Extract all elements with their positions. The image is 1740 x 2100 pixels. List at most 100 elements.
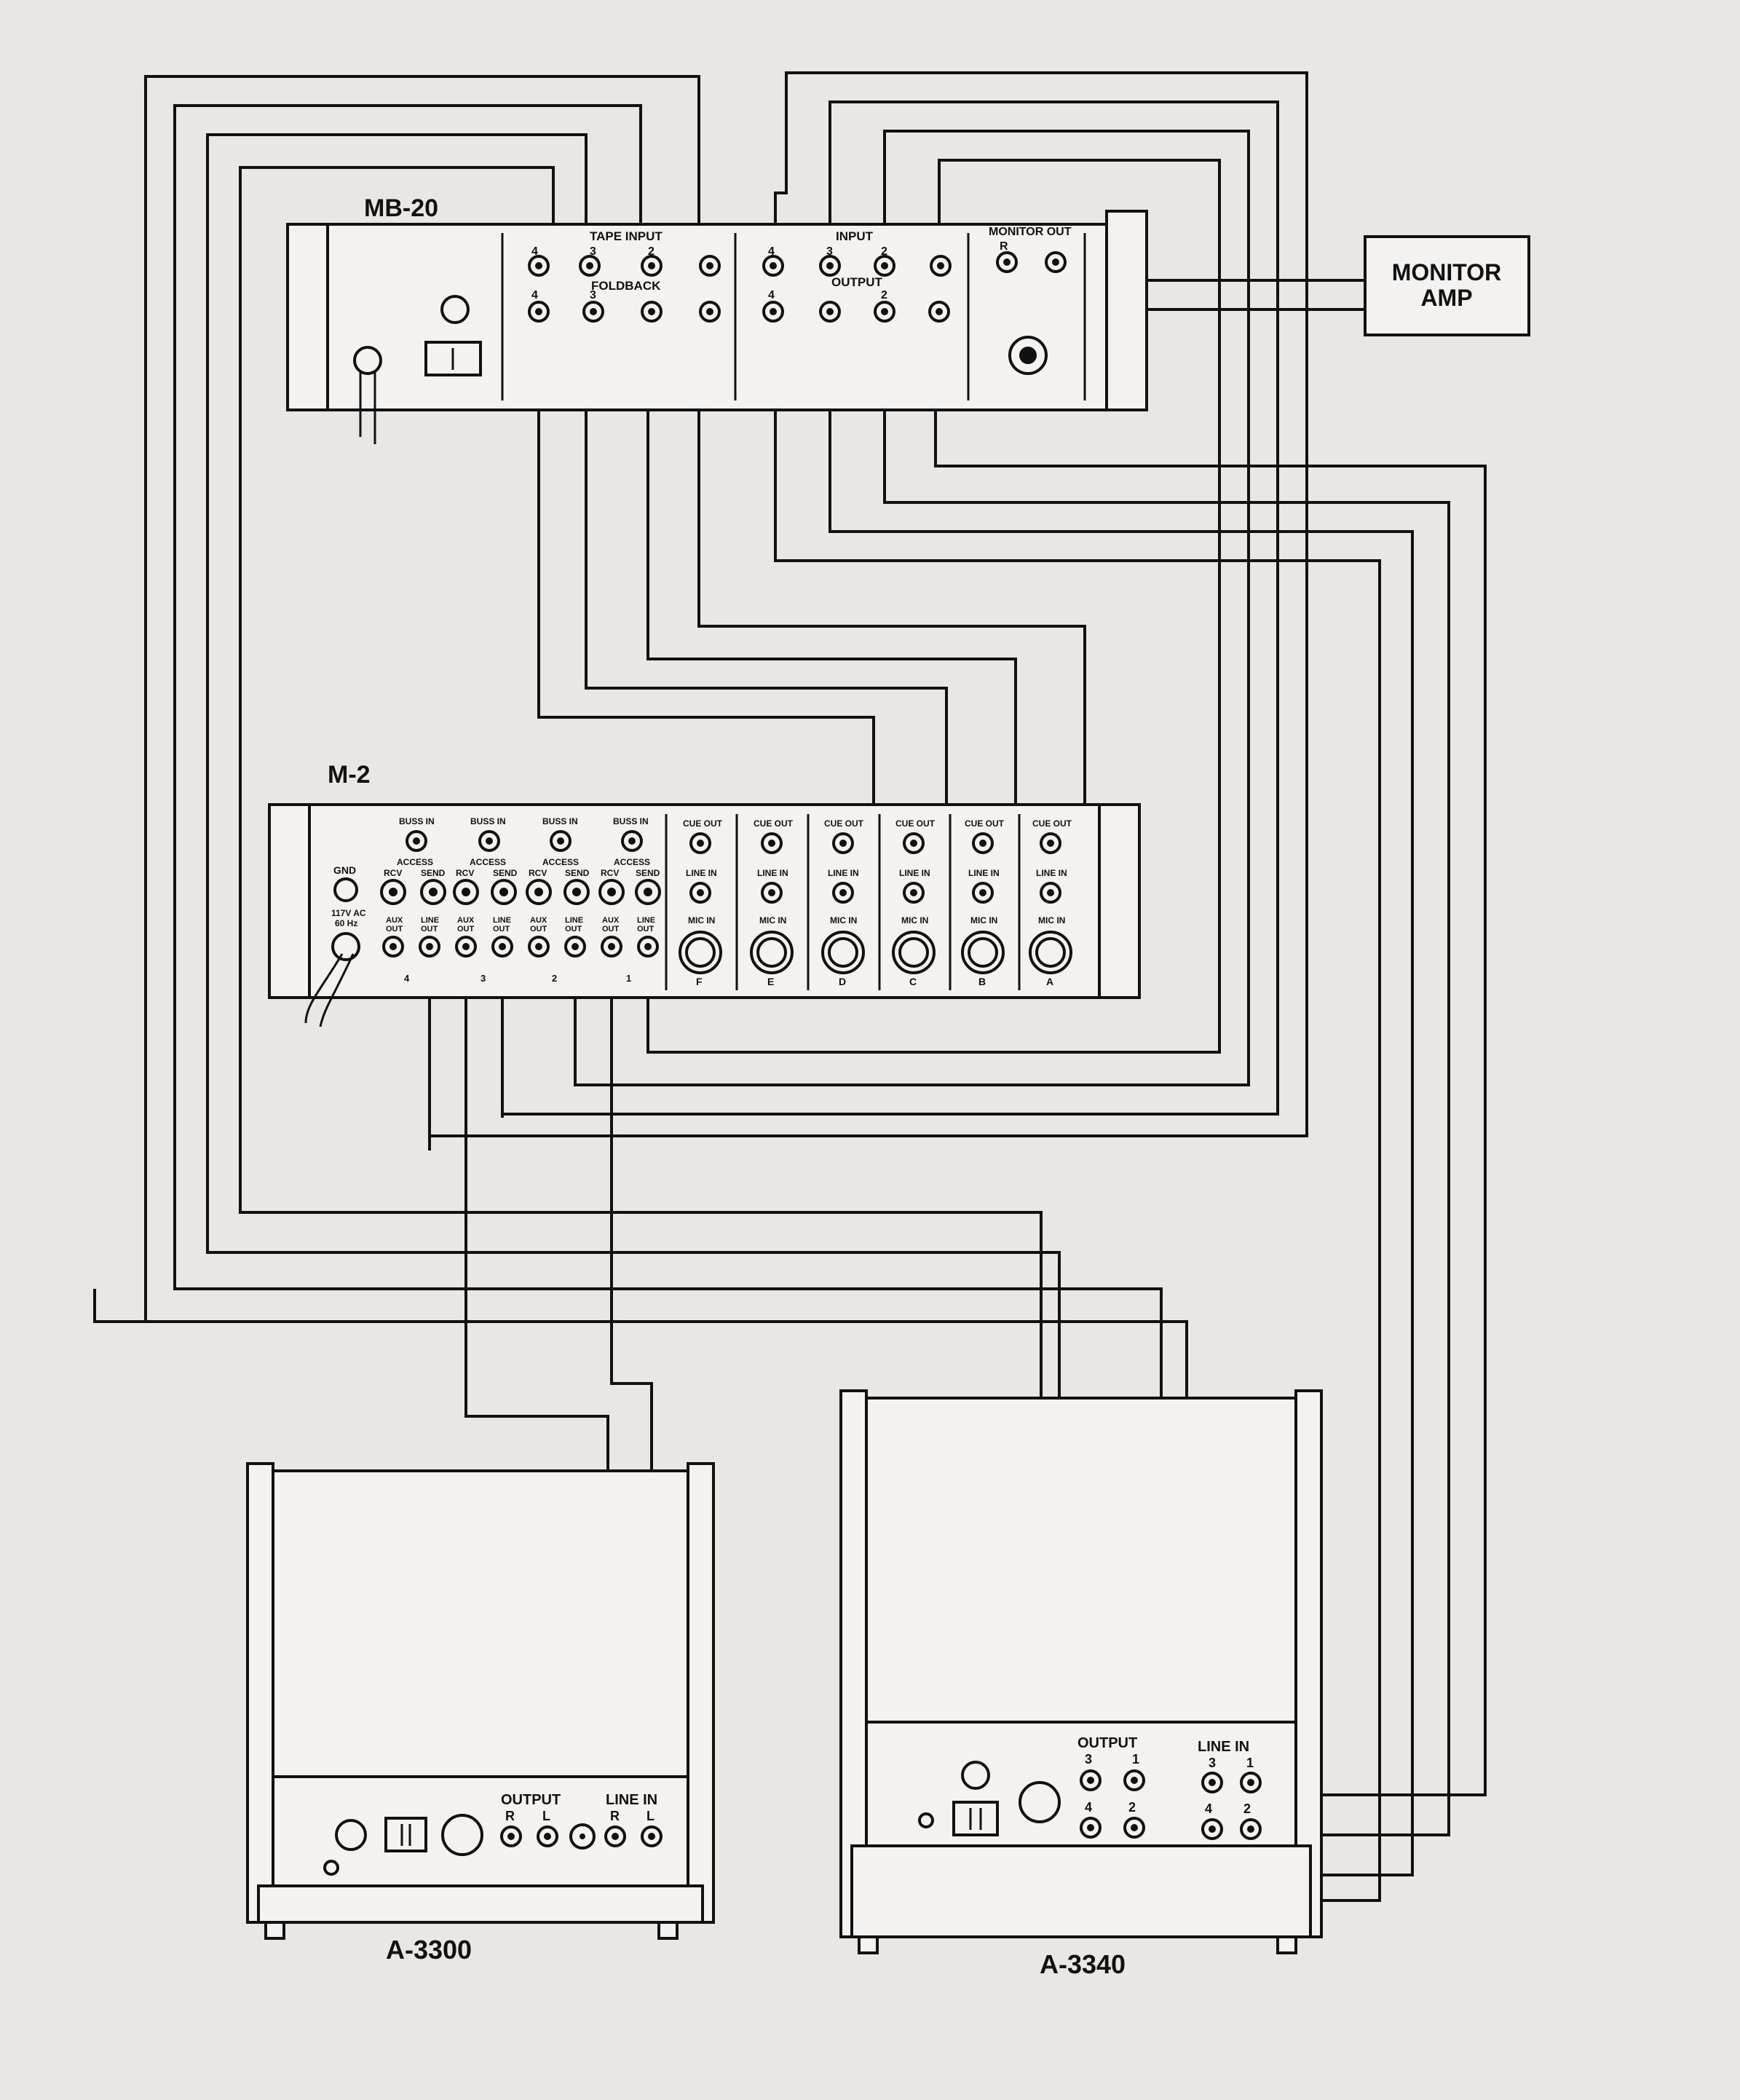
mb20-title: MB-20 (364, 194, 438, 222)
m2-buss-in-jack (478, 830, 500, 852)
a3300-output-r-jack (500, 1825, 522, 1847)
a3340-foot-left (858, 1935, 879, 1954)
m2-access-label: ACCESS (614, 857, 650, 867)
m2-channel-c: C (909, 976, 917, 987)
mb20-unit: MB-20 TAPE INPUT FOLDBACK INPUT OUTPUT M… (286, 194, 1148, 444)
m2-lineout-label: OUT (565, 925, 582, 933)
monitor-amp-box (1364, 235, 1530, 336)
m2-line-in-label: LINE IN (968, 868, 1000, 878)
mb20-jack (528, 255, 550, 277)
mb20-monitor-l-jack (1045, 251, 1067, 273)
monitor-amp-line2: AMP (1420, 285, 1472, 311)
a3300-indicator (323, 1860, 339, 1876)
mb20-jack (930, 255, 952, 277)
a3300-foot-right (657, 1921, 679, 1940)
mb20-in-num-3: 3 (826, 245, 833, 258)
m2-buss-in-jack (621, 830, 643, 852)
m2-cue-out-jack (761, 832, 783, 854)
m2-power-1: 117V AC (331, 908, 366, 918)
mb20-jack (762, 255, 784, 277)
a3340-title: A-3340 (1040, 1949, 1126, 1979)
a3300-output-label: OUTPUT (501, 1792, 561, 1808)
m2-cue-out-label: CUE OUT (683, 818, 723, 829)
mb20-jack-row-bottom (528, 301, 950, 323)
m2-power-cord (304, 953, 355, 1027)
mb20-fold-num-4: 4 (531, 289, 538, 301)
m2-title: M-2 (328, 761, 371, 789)
m2-mic-in-jack (961, 931, 1005, 974)
m2-access-send-jack (491, 879, 517, 905)
a3300-left-side (246, 1462, 274, 1924)
monitor-amp-line1: MONITOR (1392, 259, 1502, 285)
m2-aux-label: OUT (602, 925, 620, 933)
m2-aux-label: OUT (530, 925, 547, 933)
mb20-jack (874, 301, 895, 323)
m2-line-in-label: LINE IN (899, 868, 930, 878)
a3300-right-side (687, 1462, 715, 1924)
a3340-in-num-3: 3 (1209, 1756, 1216, 1770)
m2-gnd-post (333, 877, 358, 902)
mb20-monitor-r-jack (996, 251, 1018, 273)
m2-aux-label: AUX (602, 916, 620, 925)
m2-line-out-jack (637, 936, 659, 958)
m2-cue-out-jack (832, 832, 854, 854)
m2-sub-num-4: 4 (404, 973, 410, 984)
m2-submix-jacks (380, 830, 661, 958)
a3300-line-in-r: R (610, 1809, 620, 1823)
m2-access-rcv-jack (598, 879, 625, 905)
m2-rcv-label: RCV (601, 868, 619, 878)
mb20-right-ear (1105, 210, 1148, 411)
mb20-fold-num-3: 3 (590, 289, 596, 301)
a3340-output-3-jack (1080, 1769, 1102, 1791)
mb20-knob (440, 295, 470, 324)
m2-channel-f: F (696, 976, 703, 987)
m2-sub-num-1: 1 (626, 973, 631, 984)
m2-lineout-label: LINE (493, 916, 511, 925)
m2-mic-in-label: MIC IN (830, 915, 857, 925)
m2-line-in-jack (832, 882, 854, 904)
m2-access-label: ACCESS (542, 857, 579, 867)
a3340-output-1-jack (1123, 1769, 1145, 1791)
a3300-output-l: L (542, 1809, 550, 1823)
mb20-jack (699, 255, 721, 277)
m2-channel-e: E (767, 976, 774, 987)
a3300-output-l-jack (537, 1825, 558, 1847)
m2-aux-out-jack (528, 936, 550, 958)
m2-lineout-label: LINE (637, 916, 655, 925)
wire-foldback-2 (646, 313, 1017, 808)
mb20-monitor-out-label: MONITOR OUT (989, 226, 1072, 238)
m2-line-in-jack (689, 882, 711, 904)
wire-output-2 (883, 313, 1450, 1836)
mb20-jack (579, 255, 601, 277)
m2-mic-in-label: MIC IN (1038, 915, 1065, 925)
a3340-line-in-2-jack (1240, 1818, 1262, 1840)
mb20-jack (819, 255, 841, 277)
m2-mic-in-jack (1029, 931, 1072, 974)
mb20-jack (928, 301, 950, 323)
m2-line-out-jack (491, 936, 513, 958)
m2-mic-in-jack (750, 931, 794, 974)
a3300-base (257, 1884, 704, 1924)
mb20-foldback-label: FOLDBACK (591, 279, 661, 293)
a3300-title: A-3300 (386, 1935, 472, 1965)
m2-line-in-label: LINE IN (757, 868, 788, 878)
m2-access-label: ACCESS (470, 857, 506, 867)
m2-buss-in-label: BUSS IN (399, 816, 435, 826)
m2-lineout-label: LINE (565, 916, 583, 925)
wire-output-1 (934, 313, 1487, 1796)
wire-foldback-1 (697, 313, 1086, 808)
a3340-line-in-1-jack (1240, 1772, 1262, 1793)
a3340-out-num-2: 2 (1128, 1800, 1136, 1815)
mb20-jack (819, 301, 841, 323)
m2-channel-d: D (839, 976, 846, 987)
a3340-output-label: OUTPUT (1077, 1735, 1137, 1751)
mb20-jack-row-top (528, 251, 1067, 277)
m2-right-ear (1098, 803, 1141, 999)
mb20-in-num-2: 2 (881, 245, 887, 258)
m2-aux-out-jack (382, 936, 404, 958)
mb20-jack (699, 301, 721, 323)
m2-access-send-jack (420, 879, 446, 905)
a3340-in-num-1: 1 (1246, 1756, 1254, 1770)
m2-rcv-label: RCV (529, 868, 547, 878)
